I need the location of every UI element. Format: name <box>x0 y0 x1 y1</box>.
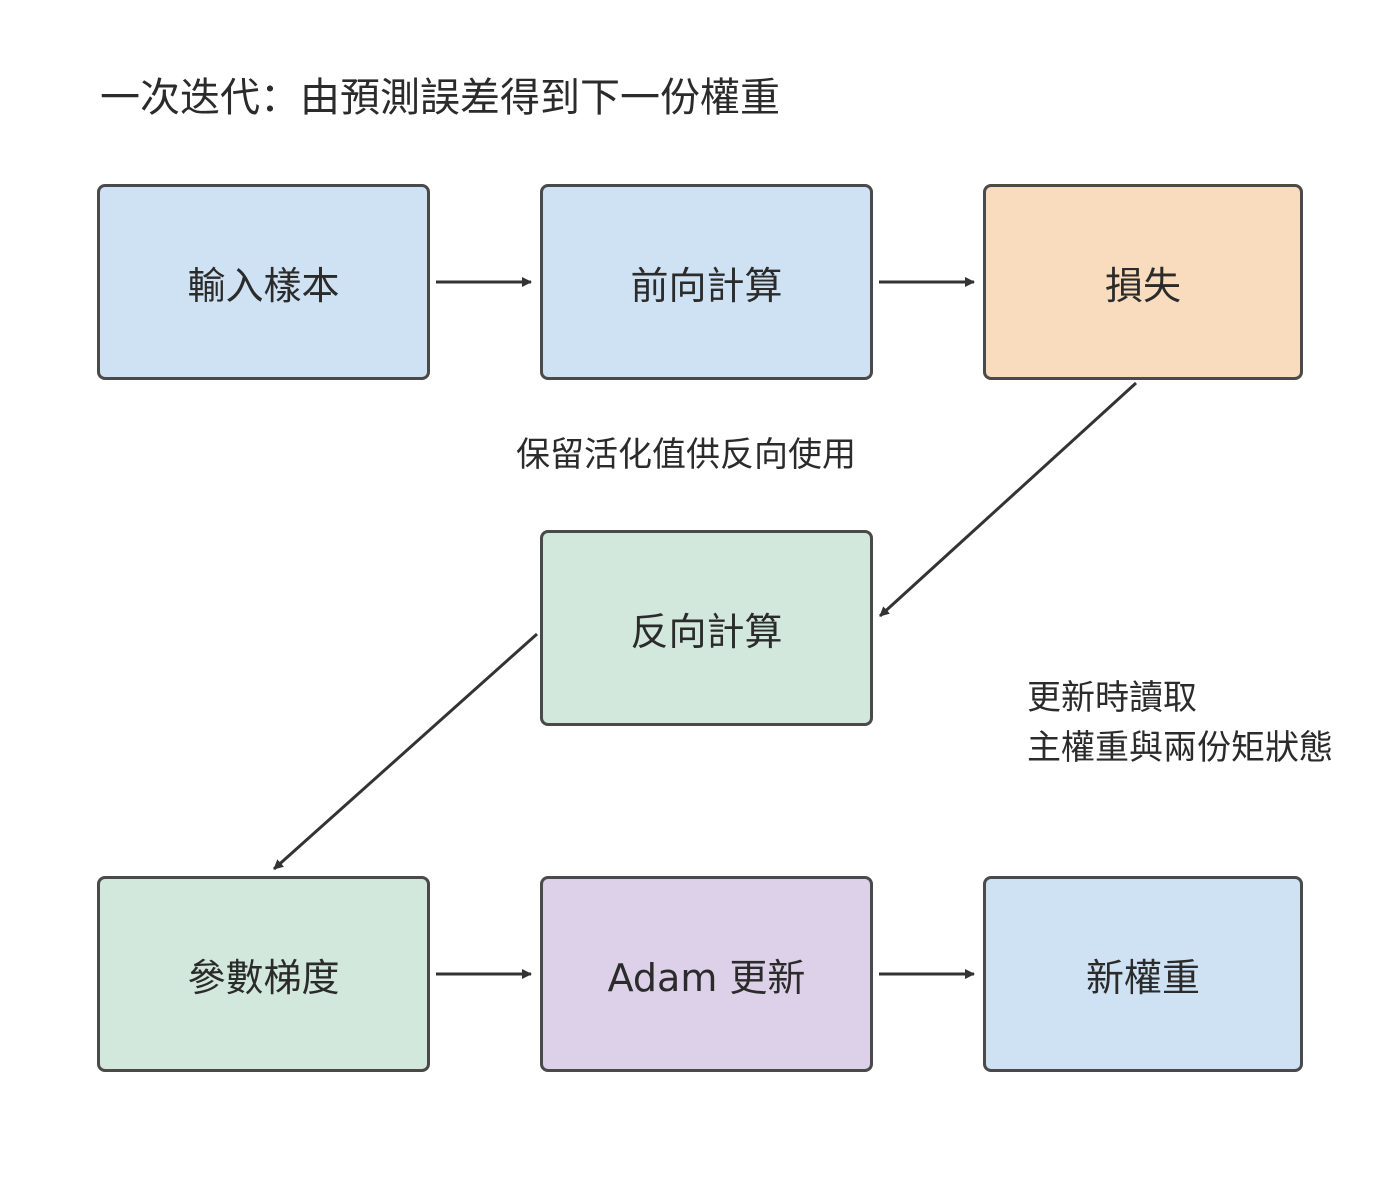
node-loss: 損失 <box>983 184 1303 380</box>
diagram-title: 一次迭代：由預測誤差得到下一份權重 <box>100 75 780 121</box>
node-parameter-gradients: 參數梯度 <box>97 876 430 1072</box>
annotation-keep-activations: 保留活化值供反向使用 <box>516 435 856 475</box>
node-label: 反向計算 <box>630 609 783 654</box>
edge-loss-to-backward <box>878 381 1138 618</box>
node-label: 輸入樣本 <box>187 263 340 308</box>
node-backward-pass: 反向計算 <box>540 530 873 726</box>
node-input-samples: 輸入樣本 <box>97 184 430 380</box>
node-label: 參數梯度 <box>187 955 340 1000</box>
annotation-update-reads-line2: 主權重與兩份矩狀態 <box>1027 728 1333 768</box>
node-label: 損失 <box>1104 263 1181 308</box>
node-label: Adam 更新 <box>607 955 806 1000</box>
node-forward-pass: 前向計算 <box>540 184 873 380</box>
edge-backward-to-gradients <box>273 632 538 871</box>
node-new-weights: 新權重 <box>983 876 1303 1072</box>
node-adam-update: Adam 更新 <box>540 876 873 1072</box>
node-label: 前向計算 <box>630 263 783 308</box>
annotation-update-reads-line1: 更新時讀取 <box>1027 678 1197 718</box>
node-label: 新權重 <box>1085 955 1200 1000</box>
